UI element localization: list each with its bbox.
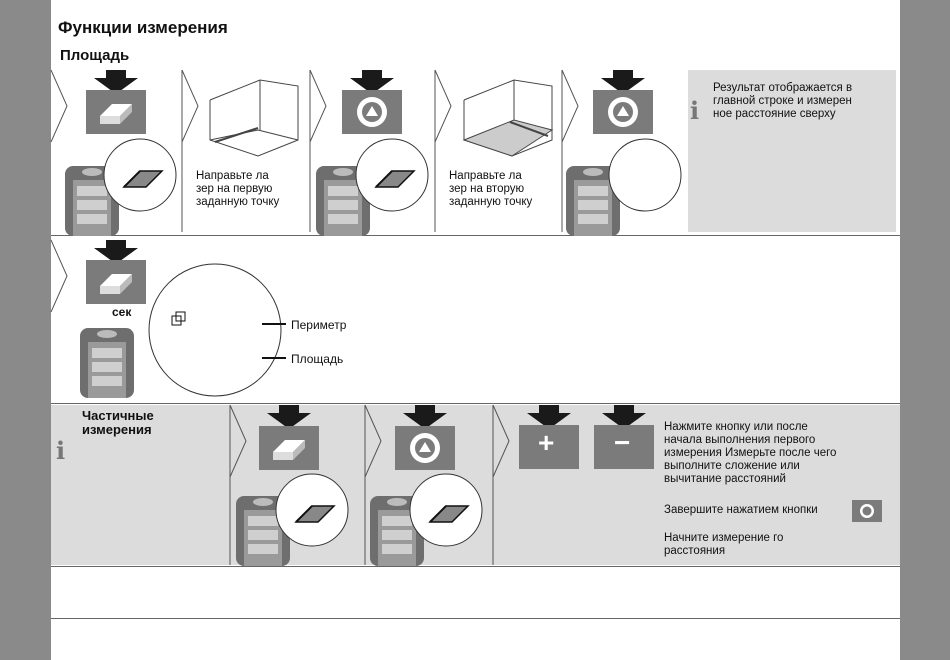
text-line: вычитание расстояний bbox=[664, 473, 786, 485]
sec-label: сек bbox=[112, 305, 132, 319]
text-line: Направьте ла bbox=[449, 170, 522, 182]
text-line: заданную точку bbox=[196, 196, 280, 208]
minus-icon: − bbox=[614, 427, 631, 458]
plus-icon: + bbox=[538, 427, 555, 458]
divider bbox=[51, 566, 900, 567]
perimeter-label: Периметр bbox=[291, 318, 347, 332]
text-line: расстояния bbox=[664, 545, 726, 557]
divider bbox=[51, 618, 900, 619]
text-line: Начните измерение го bbox=[664, 532, 784, 544]
text-line: ное расстояние сверху bbox=[713, 108, 836, 120]
instruction-2: Завершите нажатием кнопки bbox=[664, 504, 818, 516]
left-margin-bar bbox=[0, 0, 51, 660]
section-title: Площадь bbox=[60, 47, 130, 64]
text-line: заданную точку bbox=[449, 196, 533, 208]
page-title: Функции измерения bbox=[58, 18, 228, 37]
text-line: измерения Измерьте после чего bbox=[664, 447, 837, 459]
info-icon: i bbox=[690, 96, 700, 125]
partial-measure-panel bbox=[51, 405, 900, 565]
text-line: зер на вторую bbox=[449, 183, 525, 195]
partial-title: Частичные измерения bbox=[82, 409, 154, 437]
text-line: Результат отображается в bbox=[713, 82, 853, 94]
divider bbox=[51, 403, 900, 404]
text-line: выполните сложение или bbox=[664, 460, 800, 472]
text-line: начала выполнения первого bbox=[664, 434, 816, 446]
text-line: Нажмите кнопку или после bbox=[664, 421, 808, 433]
text-line: главной строке и измерен bbox=[713, 95, 852, 107]
instruction-1: Нажмите кнопку или после начала выполнен… bbox=[664, 421, 836, 486]
divider bbox=[51, 235, 900, 236]
step2-text: Направьте ла зер на первую заданную точк… bbox=[196, 170, 279, 209]
right-margin-bar bbox=[900, 0, 950, 660]
text-line: Направьте ла bbox=[196, 170, 269, 182]
text-line: зер на первую bbox=[196, 183, 273, 195]
info-text-row1: Результат отображается в главной строке … bbox=[713, 82, 852, 121]
text-line: Частичные bbox=[82, 408, 154, 423]
area-label: Площадь bbox=[291, 352, 344, 366]
step4-text: Направьте ла зер на вторую заданную точк… bbox=[449, 170, 532, 209]
info-panel-row1 bbox=[688, 70, 896, 232]
text-line: измерения bbox=[82, 422, 152, 437]
info-icon: i bbox=[56, 436, 66, 465]
instruction-3: Начните измерение го расстояния bbox=[664, 532, 783, 558]
